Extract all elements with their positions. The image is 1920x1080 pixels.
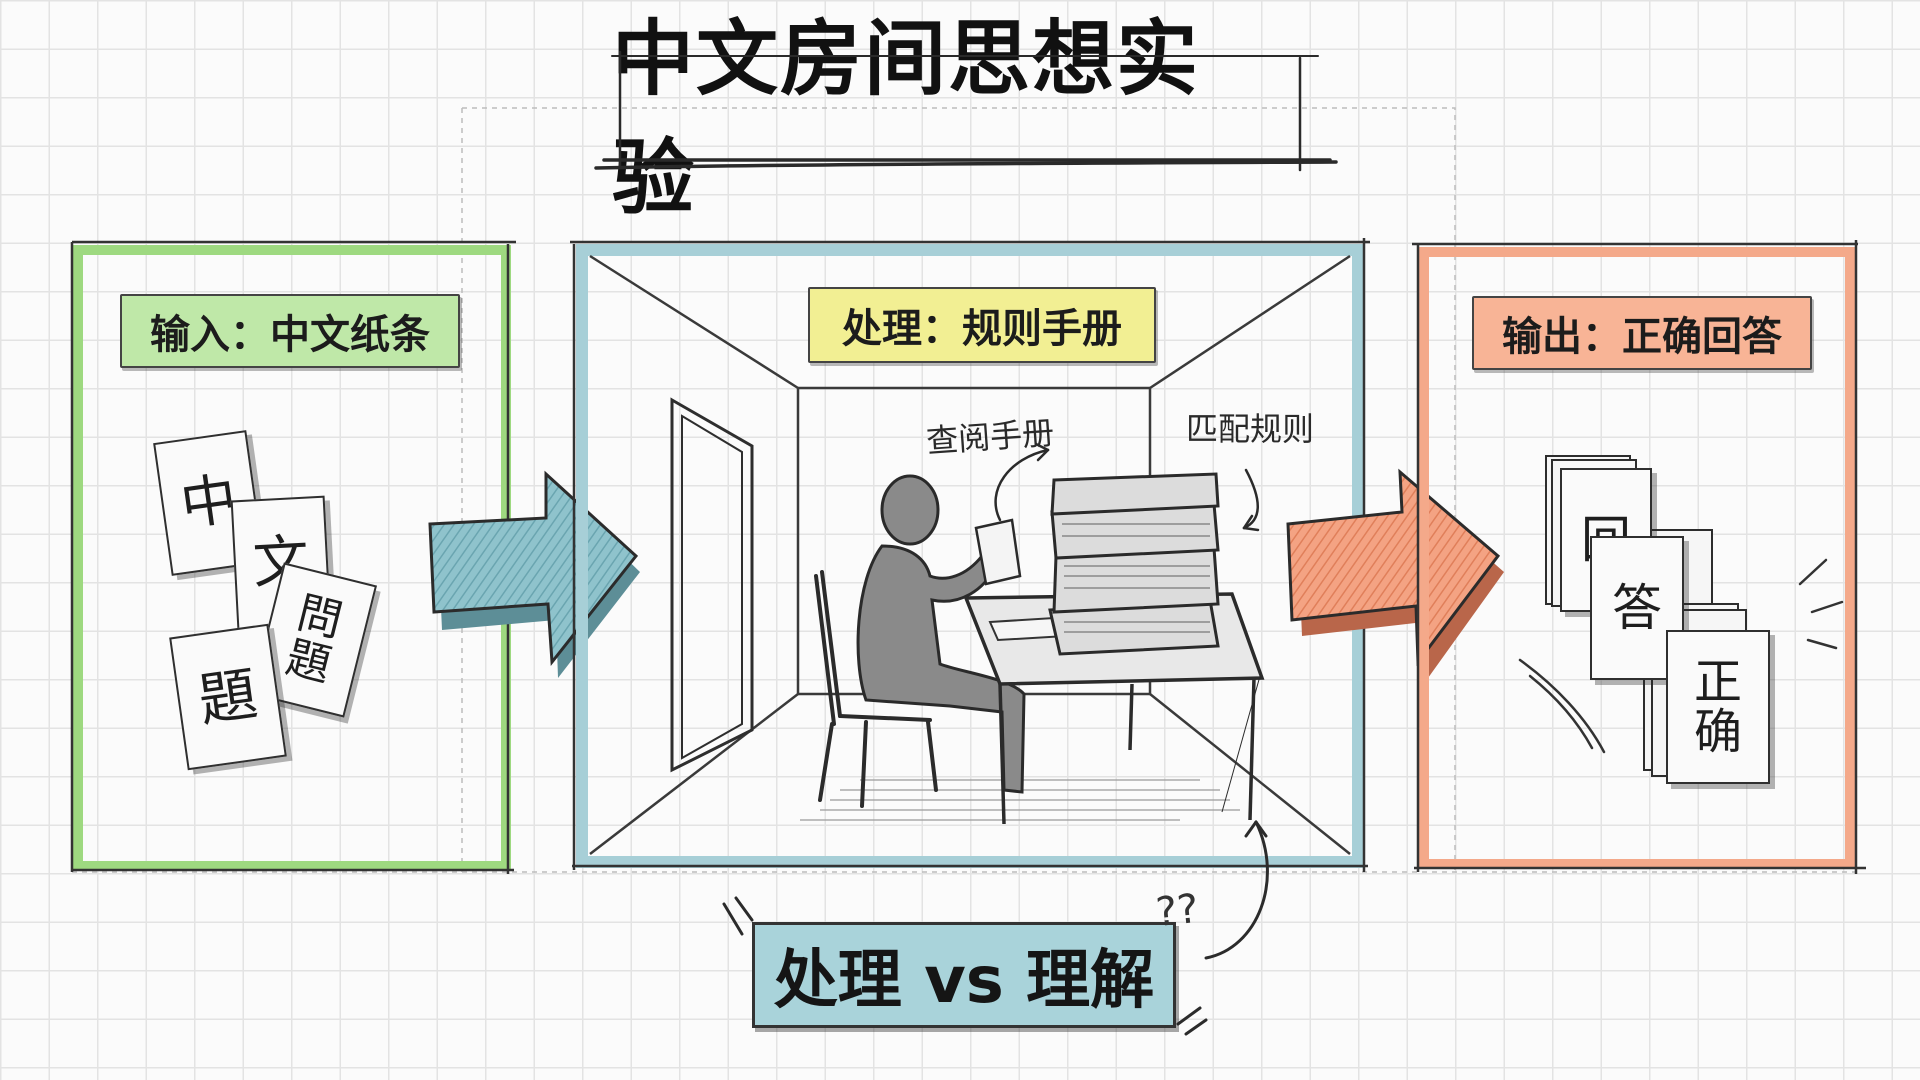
match-rules-note: 匹配规则: [1186, 410, 1315, 448]
output-card-da-text: 答: [1612, 578, 1662, 637]
output-card-zhengque-text: 正 确: [1693, 653, 1742, 760]
process-label: 处理：规则手册: [808, 287, 1156, 363]
output-label: 输出：正确回答: [1472, 296, 1812, 370]
question-marks: ??: [1153, 885, 1201, 937]
processing-vs-understanding: 处理 vs 理解: [752, 922, 1176, 1028]
input-label: 输入：中文纸条: [120, 294, 460, 368]
output-card-zhengque: 正 确: [1666, 630, 1770, 784]
